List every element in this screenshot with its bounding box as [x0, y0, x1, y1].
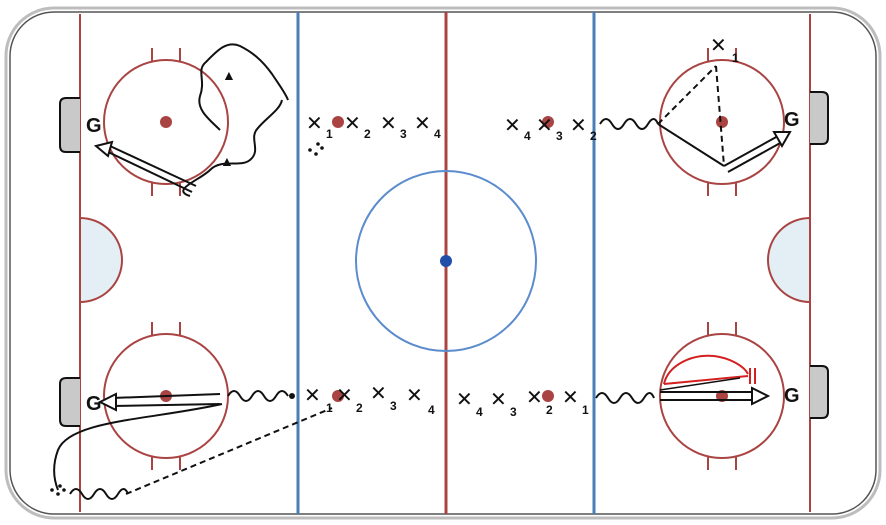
player-icon: ✕: [336, 383, 353, 407]
player-icon: ✕: [344, 111, 361, 135]
pylon-icon: ▲: [222, 67, 236, 83]
svg-text:2: 2: [356, 401, 363, 415]
red-line-icon: [663, 375, 749, 385]
player-line-top-right: ✕ 4 ✕ 3 ✕ 2: [504, 113, 597, 143]
arrowhead-icon: [751, 386, 771, 406]
skating-path-bottom-left: [227, 390, 289, 402]
player-icon: ✕: [710, 33, 727, 57]
pass-line-top-right: [657, 65, 717, 125]
player-icon: ✕: [536, 113, 553, 137]
svg-text:3: 3: [510, 405, 517, 419]
svg-text:3: 3: [400, 127, 407, 141]
pass-line-return: [715, 65, 725, 167]
skating-path-bottom-right: [595, 392, 655, 404]
player-icon: ✕: [380, 111, 397, 135]
skating-path-bottom-corner: [69, 488, 129, 500]
faceoff-circle-top-left: [103, 48, 229, 196]
net-bottom-right: [810, 365, 829, 419]
dot-nz-bottom-left: [332, 390, 344, 402]
shot-arrow-bottom-left: [111, 393, 221, 399]
svg-text:1: 1: [326, 401, 333, 415]
goalie-label-top-left: G: [86, 115, 102, 137]
skate-curve-bottom-left: [53, 403, 223, 491]
player-line-top-left: ✕ 1 ✕ 2 ✕ 3 ✕ 4: [306, 111, 441, 141]
player-icon: ✕: [570, 113, 587, 137]
net-bottom-left: [59, 377, 80, 427]
svg-text:4: 4: [428, 403, 435, 417]
arrowhead-icon: [97, 392, 117, 412]
puck-icon: [308, 148, 312, 152]
svg-text:3: 3: [390, 399, 397, 413]
arrowhead-icon: [93, 140, 114, 158]
pass-line-bottom-left: [125, 407, 333, 495]
faceoff-circle-top-right: [659, 48, 785, 196]
skate-line-top-right: [657, 123, 725, 167]
player-icon: ✕: [504, 113, 521, 137]
svg-text:3: 3: [556, 129, 563, 143]
player-icon: ✕: [526, 385, 543, 409]
svg-text:1: 1: [732, 51, 739, 65]
player-icon: ✕: [304, 383, 321, 407]
crease-right: [767, 216, 811, 304]
skating-path-top-left: [182, 43, 289, 197]
center-dot: [440, 255, 452, 267]
puck-icon: [50, 488, 54, 492]
pylon-icon: ▲: [220, 153, 234, 169]
player-icon: ✕: [490, 387, 507, 411]
red-skate-path: [663, 354, 749, 385]
player-icon: ✕: [456, 387, 473, 411]
player-icon: ✕: [562, 385, 579, 409]
player-icon: ✕: [306, 111, 323, 135]
svg-text:4: 4: [434, 127, 441, 141]
net-top-left: [59, 97, 80, 153]
arrowhead-icon: [772, 131, 792, 149]
player-line-bottom-right: ✕ 4 ✕ 3 ✕ 2 ✕ 1: [456, 385, 589, 419]
goalie-label-top-right: G: [784, 109, 800, 131]
svg-text:4: 4: [476, 405, 483, 419]
net-top-right: [810, 91, 829, 145]
svg-text:4: 4: [524, 129, 531, 143]
goalie-label-bottom-left: G: [86, 393, 102, 415]
player-icon: ✕: [414, 111, 431, 135]
player-line-bottom-left: ✕ 1 ✕ 2 ✕ 3 ✕ 4: [304, 381, 435, 417]
player-icon: ✕: [370, 381, 387, 405]
svg-text:1: 1: [582, 403, 589, 417]
dot-nz-top-left: [332, 116, 344, 128]
dot-nz-top-right: [542, 116, 554, 128]
dot-nz-bottom-right: [542, 390, 554, 402]
skating-path-top-right: [599, 118, 659, 130]
svg-text:2: 2: [364, 127, 371, 141]
svg-text:2: 2: [590, 129, 597, 143]
shot-arrow-top-left: [103, 149, 193, 193]
goalie-label-bottom-right: G: [784, 385, 800, 407]
crease-left: [79, 216, 123, 304]
svg-text:1: 1: [326, 127, 333, 141]
shot-arrow-top-right: [723, 135, 779, 167]
center-circle: [355, 170, 537, 352]
puck-icon: [289, 393, 295, 399]
svg-text:2: 2: [546, 403, 553, 417]
player-icon: ✕: [406, 383, 423, 407]
